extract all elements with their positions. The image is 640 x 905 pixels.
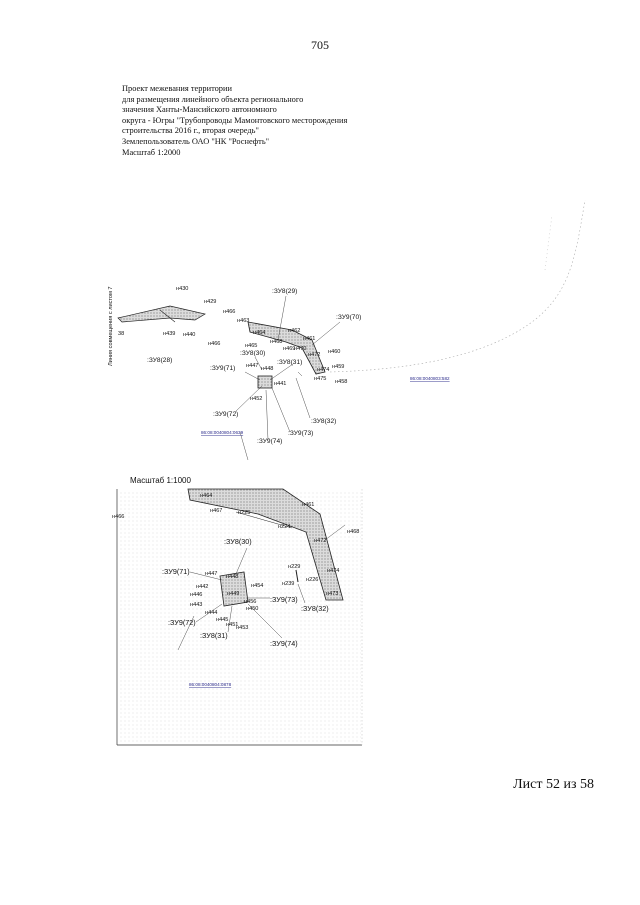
point-label: н458 <box>335 379 347 385</box>
point-label: н452 <box>250 396 262 402</box>
point-label: н440 <box>183 332 195 338</box>
point-label: н450 <box>246 606 258 612</box>
cadastral-number: 86:08:0040804:0639 <box>201 430 244 435</box>
header-line: Проект межевания территории <box>122 84 232 93</box>
cadastral-number: 86:08:0040804:0878 <box>189 682 232 687</box>
point-label: н224 <box>278 524 290 530</box>
point-label: н467 <box>210 508 222 514</box>
point-label: н448 <box>226 574 238 580</box>
land-plot-label: :ЗУ9(74) <box>257 438 282 445</box>
point-label: н229 <box>288 564 300 570</box>
land-plot-label: :ЗУ9(74) <box>270 639 298 648</box>
marker-n229 <box>295 569 299 583</box>
land-plot-label: :ЗУ9(73) <box>270 595 298 604</box>
land-plot-label: :ЗУ9(71) <box>162 567 190 576</box>
point-label: н451 <box>226 622 238 628</box>
point-label: н474 <box>327 568 339 574</box>
point-label: н475 <box>314 376 326 382</box>
inset-scale-label: Масштаб 1:1000 <box>130 476 191 485</box>
point-label: н442 <box>196 584 208 590</box>
land-plot-label: :ЗУ9(73) <box>288 430 313 437</box>
point-label: н454 <box>251 583 263 589</box>
header-line: округа - Югры "Трубопроводы Мамонтовског… <box>122 115 348 125</box>
point-label: н464 <box>253 330 265 336</box>
cadastral-number: 86:08:0040803:582 <box>410 376 450 381</box>
point-label: н453 <box>236 625 248 631</box>
land-plot-zu8-29 <box>247 321 326 375</box>
leader-lines <box>234 295 341 461</box>
header-scale: Масштаб 1:2000 <box>122 147 181 157</box>
land-plot-zu9-71 <box>257 375 273 389</box>
point-label: н466 <box>112 514 124 520</box>
main-map: Линия совмещения с листом 7 н430 н429 н4… <box>108 199 586 461</box>
point-label: н468 <box>347 529 359 535</box>
background-texture <box>118 490 361 744</box>
document-header: Проект межевания территории для размещен… <box>122 84 372 158</box>
point-label: н225 <box>238 510 250 516</box>
land-plot-label: :ЗУ8(29) <box>272 288 297 295</box>
point-label: н429 <box>204 299 216 305</box>
point-label: н444 <box>205 610 217 616</box>
point-label: н447 <box>205 571 217 577</box>
point-label: н461 <box>302 502 314 508</box>
land-plot-label: :ЗУ8(30) <box>224 537 252 546</box>
point-label: н464 <box>200 493 212 499</box>
land-plot-label: :ЗУ8(28) <box>147 357 172 364</box>
point-label: н430 <box>176 286 188 292</box>
point-label: 38 <box>118 331 124 337</box>
land-plot-label: :ЗУ9(72) <box>213 411 238 418</box>
inset-map: Масштаб 1:1000 н464 н461 н466 н467 н <box>112 476 363 746</box>
sheet-footer: Лист 52 из 58 <box>513 777 594 792</box>
point-label: н459 <box>332 364 344 370</box>
header-line: для размещения линейного объекта региона… <box>122 94 304 104</box>
outer-boundary-line <box>329 199 586 373</box>
point-label: н469 <box>283 346 295 352</box>
point-label: н447 <box>246 363 258 369</box>
land-plot-zu8-28 <box>117 305 206 323</box>
point-label: н456 <box>244 599 256 605</box>
point-label: н474 <box>317 367 329 373</box>
point-label: н443 <box>190 602 202 608</box>
inset-plot-zu9-71 <box>219 571 249 607</box>
inset-corridor <box>187 488 344 601</box>
point-label: н441 <box>274 381 286 387</box>
land-plot-label: :ЗУ8(31) <box>200 631 228 640</box>
boundary-line <box>159 309 176 323</box>
header-line: значения Ханты-Мансийского автономного <box>122 105 277 115</box>
leader-lines <box>177 524 346 651</box>
point-label: н468 <box>270 339 282 345</box>
land-plot-label: :ЗУ8(32) <box>311 418 336 425</box>
point-label: н226 <box>306 577 318 583</box>
point-label: н439 <box>163 331 175 337</box>
land-plot-label: :ЗУ8(30) <box>240 350 265 357</box>
point-label: н470 <box>294 346 306 352</box>
point-label: н446 <box>190 592 202 598</box>
land-plot-label: :ЗУ9(71) <box>210 365 235 372</box>
point-label: н461 <box>303 336 315 342</box>
point-label: н473 <box>326 591 338 597</box>
point-label: н472 <box>308 352 320 358</box>
point-label: н449 <box>227 591 239 597</box>
land-plot-label: :ЗУ9(72) <box>168 618 196 627</box>
point-label: н465 <box>245 343 257 349</box>
land-plot-label: :ЗУ8(32) <box>301 604 329 613</box>
point-label: н466 <box>223 309 235 315</box>
point-label: н472 <box>314 538 326 544</box>
point-label: н462 <box>288 328 300 334</box>
header-line: Землепользователь ОАО "НК "Роснефть" <box>122 136 270 146</box>
land-plot-label: :ЗУ9(70) <box>336 314 361 321</box>
point-label: н463 <box>237 318 249 324</box>
page-number: 705 <box>311 38 329 52</box>
point-label: н460 <box>328 349 340 355</box>
point-label: н445 <box>216 617 228 623</box>
point-label: н448 <box>261 366 273 372</box>
dashed-line <box>544 214 553 271</box>
point-label: н239 <box>282 581 294 587</box>
sheet-join-line-label: Линия совмещения с листом 7 <box>108 286 114 366</box>
land-plot-label: :ЗУ8(31) <box>277 359 302 366</box>
boundary-line <box>235 511 293 529</box>
point-label: н466 <box>208 341 220 347</box>
header-line: строительства 2016 г., вторая очередь" <box>122 126 259 136</box>
